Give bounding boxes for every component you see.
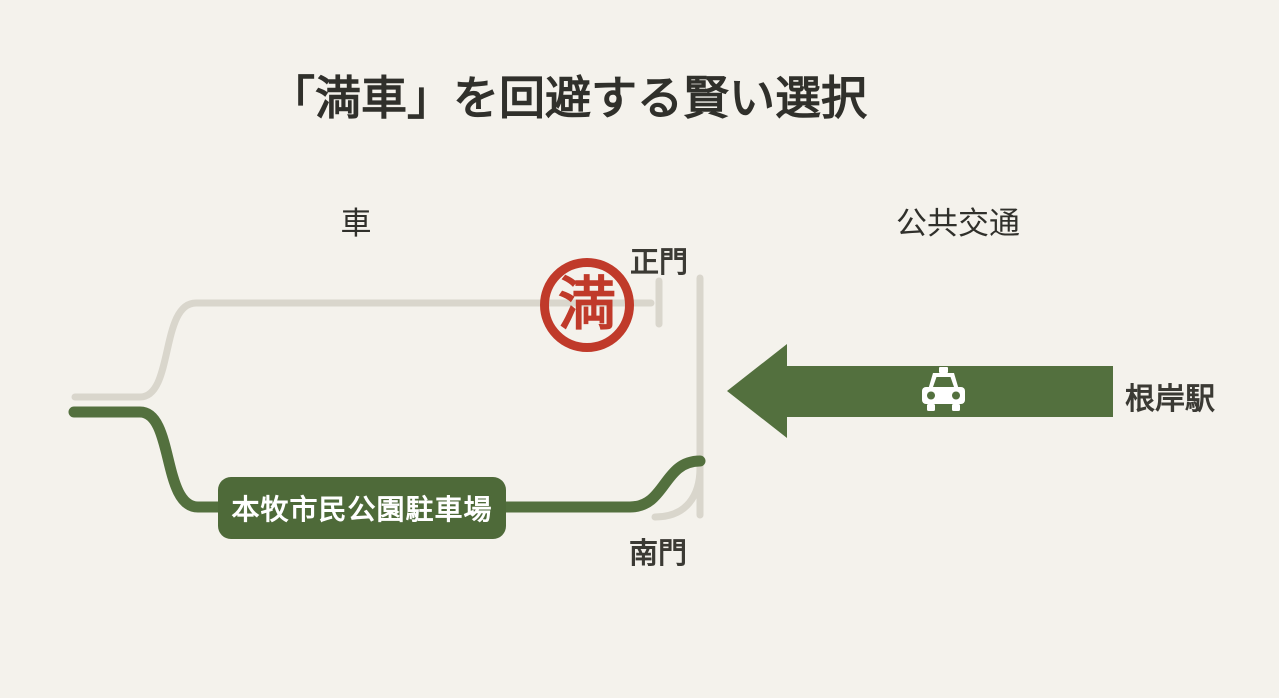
section-label-car: 車 <box>340 206 372 241</box>
taxi-icon <box>922 367 965 411</box>
transit-arrow-shape <box>727 344 1113 438</box>
station-label: 根岸駅 <box>1125 383 1215 416</box>
main-gate-road <box>71 299 655 401</box>
parking-badge: 本牧市民公園駐車場 <box>218 477 506 539</box>
section-label-transit: 公共交通 <box>896 206 1020 241</box>
page-title: 「満車」を回避する賢い選択 <box>269 73 867 124</box>
main-gate-label: 正門 <box>630 247 689 279</box>
full-stamp: 満 <box>540 258 634 352</box>
full-stamp-text: 満 <box>557 272 616 337</box>
south-gate-label: 南門 <box>629 538 688 570</box>
south-gate-arc <box>651 464 704 521</box>
green-route <box>68 406 706 513</box>
